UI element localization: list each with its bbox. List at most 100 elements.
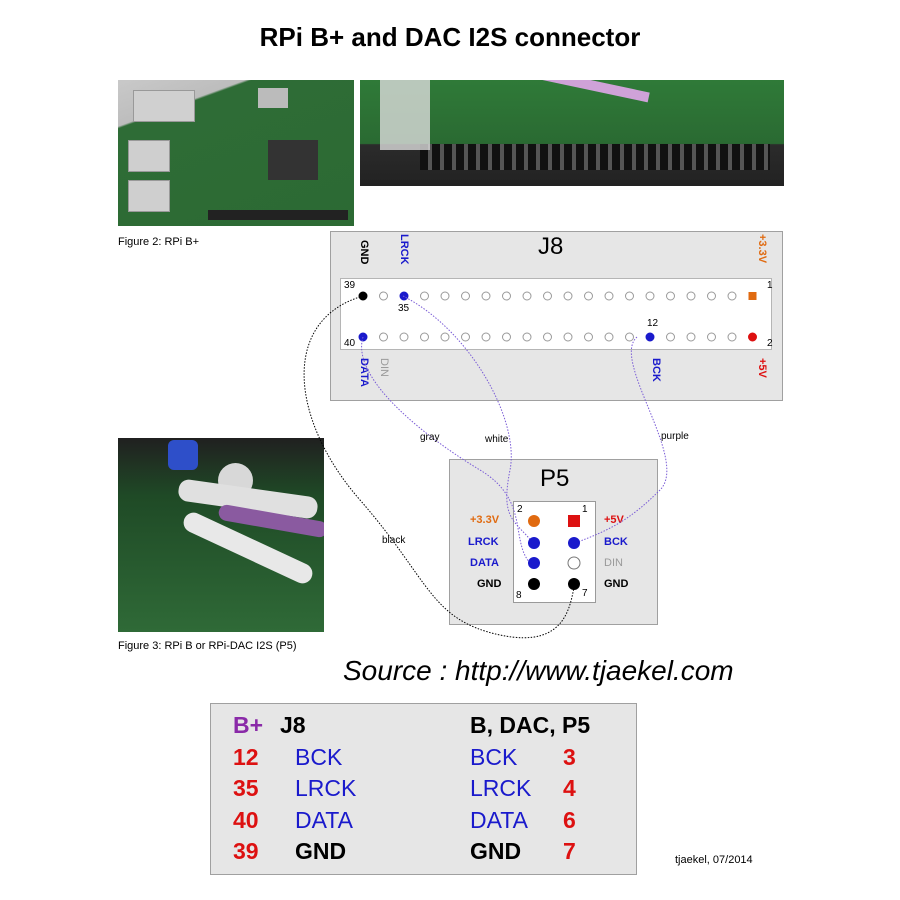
j8-title: J8 <box>538 233 564 260</box>
table-signal-right: BCK <box>470 744 518 770</box>
j8-pin-11 <box>645 291 655 301</box>
table-signal-left: GND <box>295 838 347 864</box>
table-signal-left: BCK <box>295 744 343 770</box>
j8-pin-13 <box>625 291 634 301</box>
table-p5-pin: 3 <box>563 744 576 770</box>
page-title: RPi B+ and DAC I2S connector <box>259 22 641 52</box>
white-wire-label: white <box>485 434 509 445</box>
j8-pin-25 <box>502 291 511 301</box>
j8-pin-4 <box>727 332 737 342</box>
p5-pin-8 <box>528 578 540 590</box>
j8-pin-14 <box>625 332 634 342</box>
j8-pin-7 <box>686 291 696 301</box>
figure-3-caption: Figure 3: RPi B or RPi-DAC I2S (P5) <box>118 640 297 652</box>
p5-din-label: DIN <box>604 557 623 569</box>
p5-pin-6 <box>528 557 540 569</box>
j8-pin-5 <box>707 291 716 301</box>
p5-pin-1 <box>568 515 580 527</box>
table-signal-left: LRCK <box>295 775 357 801</box>
j8-pin-6 <box>707 332 716 342</box>
source-credit: Source : http://www.tjaekel.com <box>343 655 734 686</box>
table-p5-pin: 6 <box>563 807 576 833</box>
p5-gnd-right-label: GND <box>604 578 629 590</box>
j8-pin-20 <box>563 332 573 342</box>
p5-pin-7-number: 7 <box>582 588 588 599</box>
j8-pin-31 <box>440 291 450 301</box>
j8-pin-19 <box>563 291 573 301</box>
white-wire <box>402 295 534 544</box>
p5-pin-3 <box>568 537 580 549</box>
table-j8-pin: 35 <box>233 775 259 801</box>
j8-pin-17 <box>584 291 593 301</box>
table-signal-right: LRCK <box>470 775 532 801</box>
p5-gnd-left-label: GND <box>477 578 502 590</box>
j8-pin-strip <box>340 278 772 350</box>
p5-pin-strip <box>513 501 596 603</box>
j8-pin-10 <box>666 332 675 342</box>
j8-pin-28 <box>481 332 491 342</box>
j8-pin-18 <box>584 332 593 342</box>
j8-pin-32 <box>440 332 450 342</box>
j8-pin-35-number: 35 <box>398 303 410 314</box>
gray-wire <box>361 336 531 564</box>
table-p5-pin: 7 <box>563 838 576 864</box>
p5-pin-7 <box>568 578 580 590</box>
j8-pin-12-number: 12 <box>647 318 659 329</box>
p5-pin-4 <box>528 537 540 549</box>
table-j8-pin: 12 <box>233 744 259 770</box>
table-signal-left: DATA <box>295 807 353 833</box>
j8-pin-37 <box>379 291 388 301</box>
table-j8-pin: 39 <box>233 838 259 864</box>
j8-pin-9 <box>666 291 675 301</box>
table-header-p5: B, DAC, P5 <box>470 712 591 738</box>
purple-wire-label: purple <box>661 431 689 442</box>
author-signature: tjaekel, 07/2014 <box>675 854 753 866</box>
p5-pin-2 <box>528 515 540 527</box>
p5-5v-label: +5V <box>604 514 624 526</box>
table-header-j8: J8 <box>280 712 306 738</box>
j8-pin-2-number: 2 <box>767 338 773 349</box>
rpi-bplus-photo <box>118 80 354 226</box>
black-wire <box>303 295 576 639</box>
p5-bck-label: BCK <box>604 536 628 548</box>
purple-wire <box>574 336 668 544</box>
j8-pin-8 <box>686 332 696 342</box>
p5-3v3-label: +3.3V <box>470 514 500 526</box>
p5-title: P5 <box>540 465 570 492</box>
j8-pin-1 <box>748 292 757 300</box>
j8-pin-38 <box>379 332 388 342</box>
j8-pin-24 <box>522 332 532 342</box>
j8-pin-23 <box>522 291 532 301</box>
mapping-table <box>210 703 637 875</box>
p5-pin-5 <box>567 556 581 570</box>
j8-pin-21 <box>543 291 552 301</box>
j8-pin-1-number: 1 <box>767 280 773 291</box>
table-p5-pin: 4 <box>563 775 576 801</box>
j8-pin-12 <box>645 332 655 342</box>
p5-pin-2-number: 2 <box>517 504 523 515</box>
p5-data-label: DATA <box>470 557 499 569</box>
j8-pin-2 <box>748 332 757 342</box>
j8-pin-15 <box>604 291 614 301</box>
table-signal-right: DATA <box>470 807 528 833</box>
p5-pin-8-number: 8 <box>516 590 522 601</box>
p5-lrck-label: LRCK <box>468 536 499 548</box>
p5-pin-1-number: 1 <box>582 504 588 515</box>
table-signal-right: GND <box>470 838 522 864</box>
j8-pin-27 <box>481 291 491 301</box>
rpi-dac-p5-photo <box>118 438 324 632</box>
figure-2-caption: Figure 2: RPi B+ <box>118 236 200 248</box>
black-wire-label: black <box>382 535 406 546</box>
j8-pin-36 <box>399 332 409 342</box>
j8-pin-33 <box>420 291 429 301</box>
j8-pin-22 <box>543 332 552 342</box>
j8-pin-34 <box>420 332 429 342</box>
j8-pin-26 <box>502 332 511 342</box>
j8-pin-16 <box>604 332 614 342</box>
table-j8-pin: 40 <box>233 807 259 833</box>
j8-pin-30 <box>461 332 470 342</box>
j8-pin-3 <box>727 291 737 301</box>
gray-wire-label: gray <box>420 432 440 443</box>
j8-pin-39-number: 39 <box>344 280 356 291</box>
j8-pin-29 <box>461 291 470 301</box>
